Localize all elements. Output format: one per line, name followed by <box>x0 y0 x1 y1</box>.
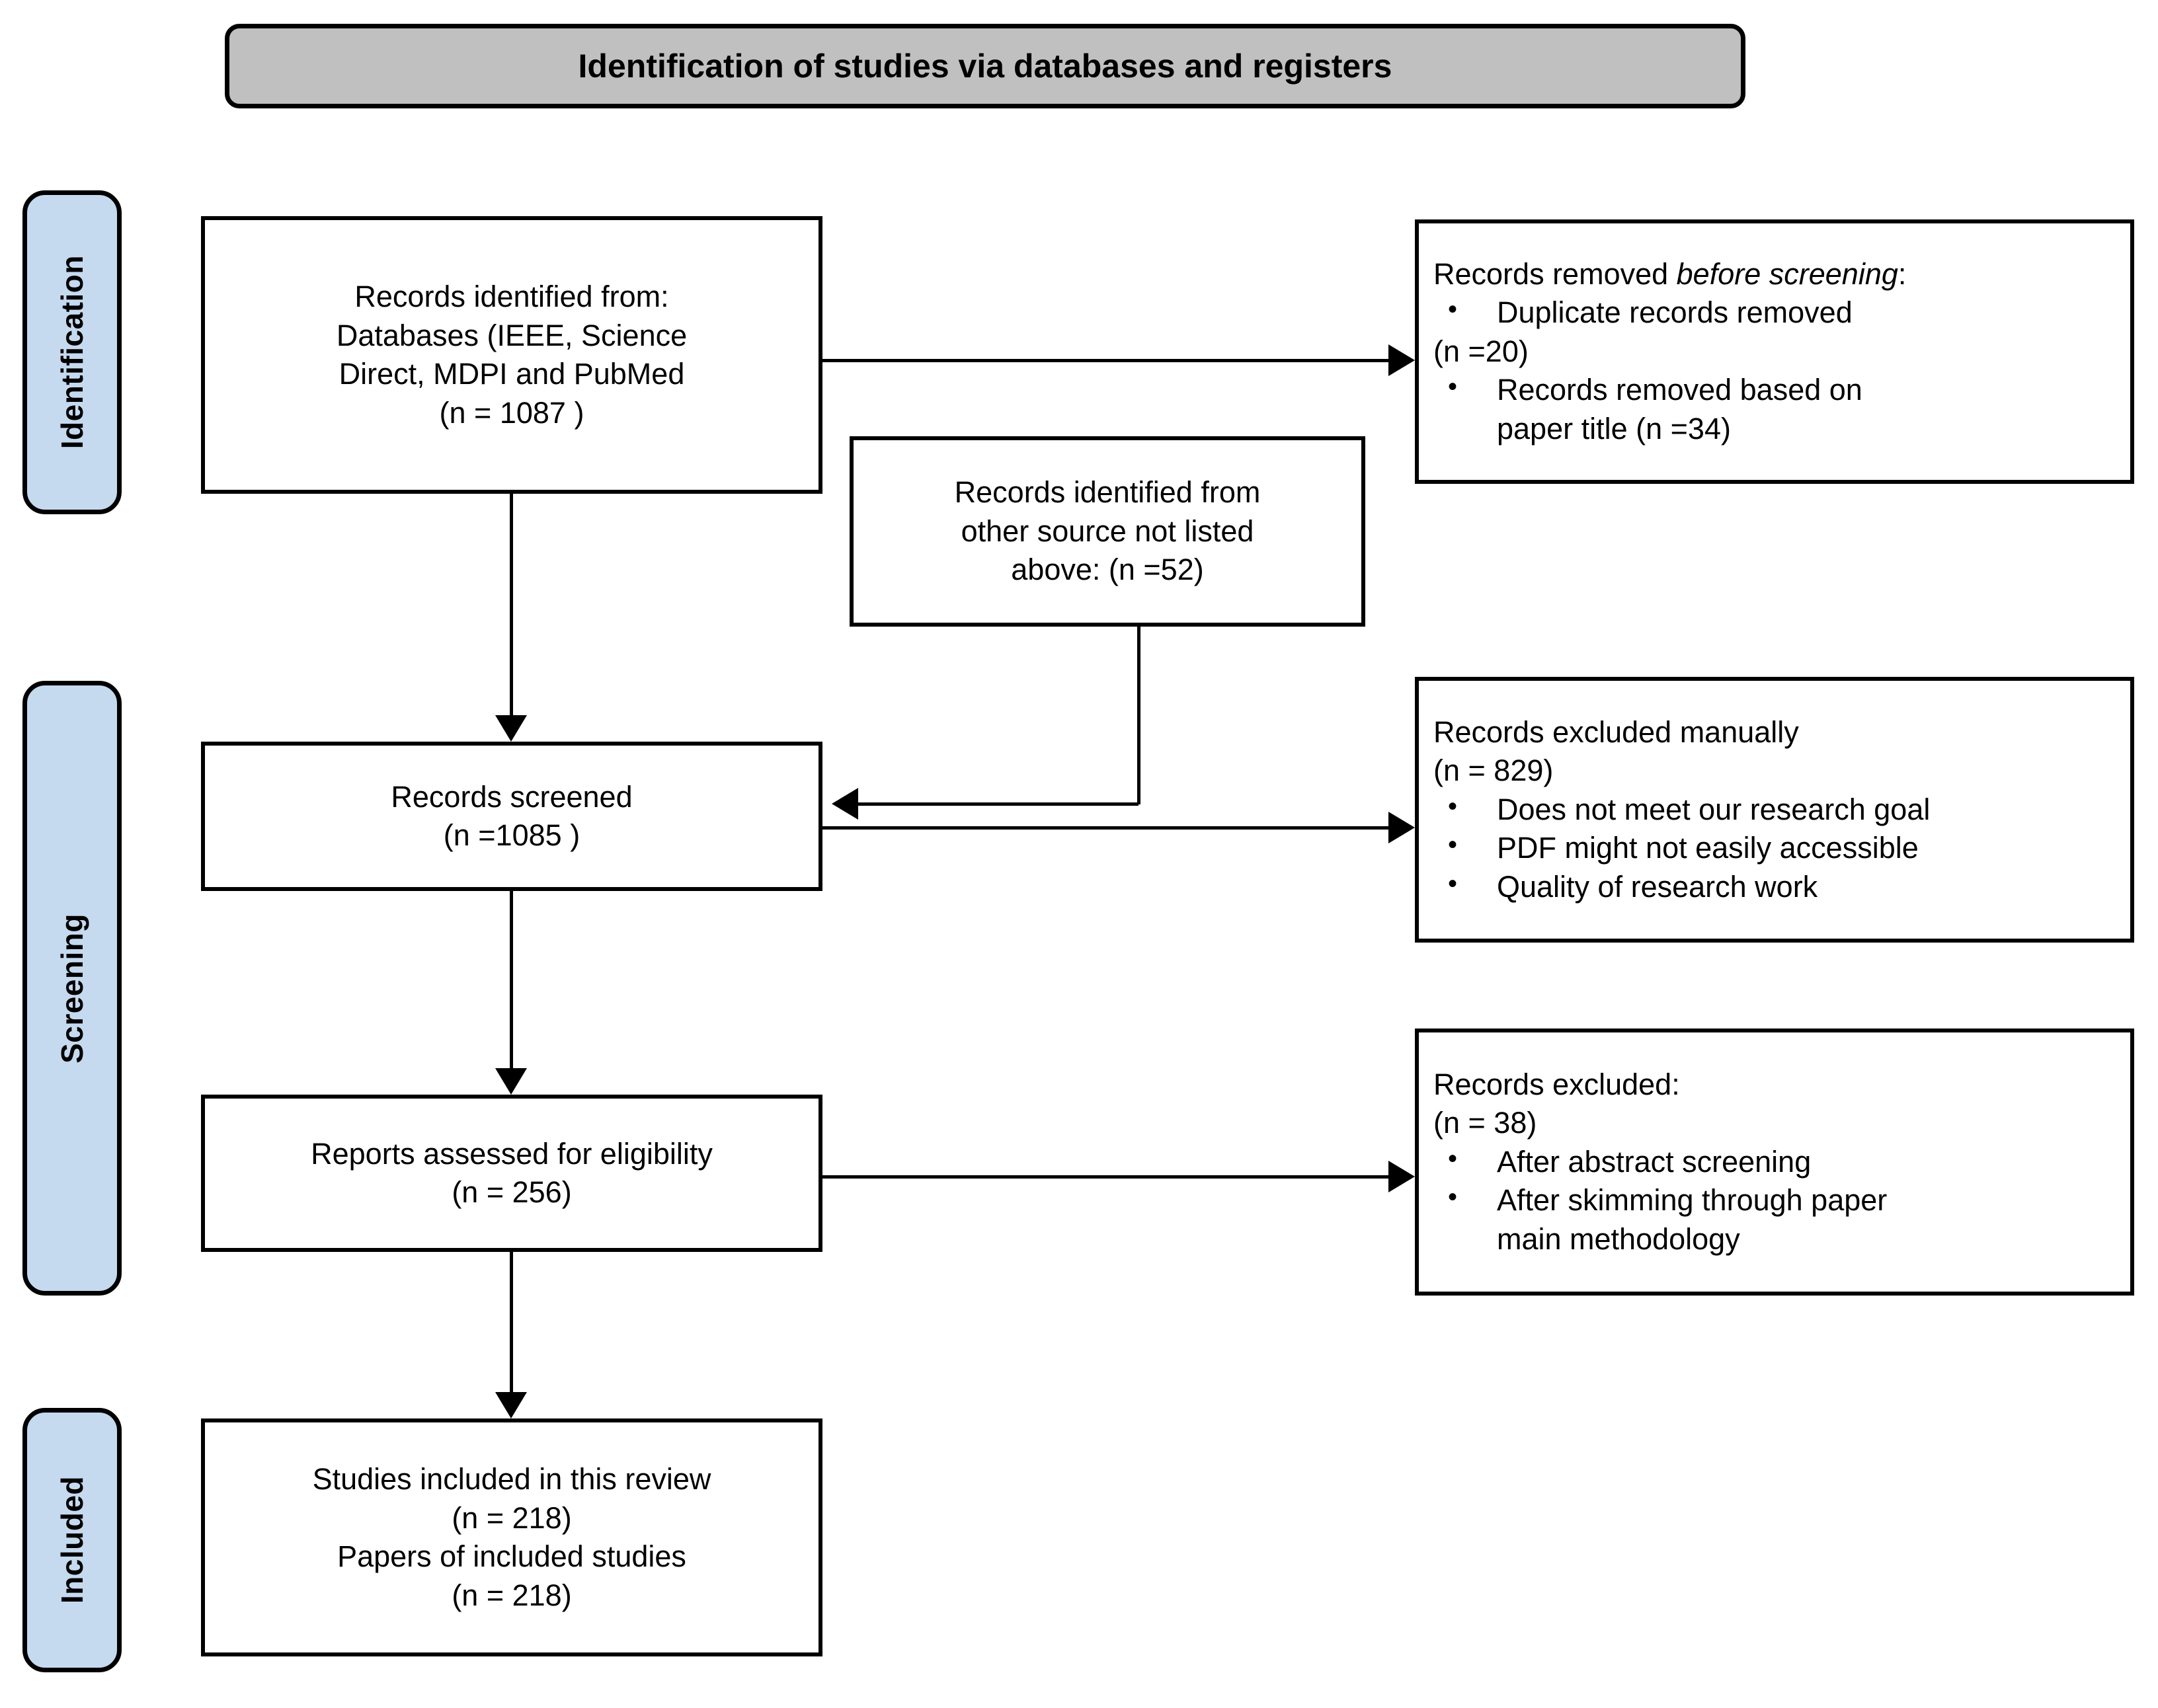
connector-reports-to-excluded-line <box>822 1175 1388 1179</box>
box-records-screened: Records screened (n =1085 ) <box>201 742 822 891</box>
other-source-line-1: Records identified from <box>954 475 1261 510</box>
records-removed-heading-prefix: Records removed <box>1433 256 1677 291</box>
list-item: After abstract screening <box>1433 1142 2116 1182</box>
phase-label-included: Included <box>22 1408 122 1672</box>
connector-other-source-left-line <box>858 802 1139 806</box>
records-identified-line-4: (n = 1087 ) <box>439 395 584 430</box>
reports-assessed-line-1: Reports assessed for eligibility <box>311 1136 713 1171</box>
studies-included-line-4: (n = 218) <box>452 1578 572 1612</box>
box-records-identified: Records identified from: Databases (IEEE… <box>201 216 822 494</box>
connector-other-source-down-line <box>1137 627 1140 804</box>
excluded-manually-heading-1: Records excluded manually <box>1433 715 1799 749</box>
phase-label-screening-text: Screening <box>55 913 89 1064</box>
phase-label-identification-text: Identification <box>55 255 89 449</box>
studies-included-line-3: Papers of included studies <box>337 1539 686 1573</box>
connector-reports-to-excluded-arrowhead <box>1388 1161 1415 1192</box>
records-screened-line-2: (n =1085 ) <box>443 818 580 852</box>
studies-included-line-1: Studies included in this review <box>312 1462 711 1496</box>
list-item: Records removed based on <box>1433 369 2116 410</box>
connector-identified-to-removed-line <box>822 359 1388 362</box>
excluded-manually-heading-2: (n = 829) <box>1433 754 1554 788</box>
box-records-excluded: Records excluded: (n = 38) After abstrac… <box>1415 1029 2134 1296</box>
phase-label-identification: Identification <box>22 190 122 514</box>
connector-screened-to-excluded-line <box>822 826 1388 830</box>
box-records-removed-before-screening: Records removed before screening: Duplic… <box>1415 219 2134 484</box>
connector-other-source-arrowhead <box>832 788 858 820</box>
excluded-manually-list: Does not meet our research goal PDF migh… <box>1433 789 2116 907</box>
connector-identified-to-removed-arrowhead <box>1388 344 1415 376</box>
list-item: paper title (n =34) <box>1497 411 1731 446</box>
box-reports-assessed: Reports assessed for eligibility (n = 25… <box>201 1095 822 1252</box>
connector-reports-to-included-line <box>510 1252 513 1392</box>
connector-reports-to-included-arrowhead <box>495 1392 527 1418</box>
records-removed-heading-italic: before screening <box>1676 256 1898 291</box>
list-item: Does not meet our research goal <box>1433 789 2116 830</box>
records-removed-list: Duplicate records removed (n =20) Record… <box>1433 292 2116 448</box>
records-excluded-heading-2: (n = 38) <box>1433 1106 1537 1140</box>
list-item: Duplicate records removed <box>1433 292 2116 332</box>
connector-identified-to-screened-line <box>510 494 513 715</box>
phase-label-screening: Screening <box>22 681 122 1296</box>
list-item: (n =20) <box>1433 334 1529 368</box>
records-identified-line-1: Records identified from: <box>354 280 669 313</box>
connector-identified-to-screened-arrowhead <box>495 715 527 742</box>
records-removed-heading: Records removed before screening: <box>1433 255 2116 294</box>
reports-assessed-line-2: (n = 256) <box>452 1175 572 1209</box>
connector-screened-to-reports-line <box>510 891 513 1068</box>
banner-title: Identification of studies via databases … <box>578 48 1392 85</box>
records-removed-heading-suffix: : <box>1898 256 1907 291</box>
box-studies-included: Studies included in this review (n = 218… <box>201 1418 822 1656</box>
list-item: Quality of research work <box>1433 867 2116 907</box>
other-source-line-3: above: (n =52) <box>1011 553 1204 587</box>
other-source-line-2: other source not listed <box>961 514 1254 548</box>
connector-screened-to-excluded-arrowhead <box>1388 812 1415 843</box>
records-identified-line-2: Databases (IEEE, Science <box>336 318 688 352</box>
records-identified-line-3: Direct, MDPI and PubMed <box>339 357 685 391</box>
diagram-banner: Identification of studies via databases … <box>225 24 1745 108</box>
studies-included-line-2: (n = 218) <box>452 1500 572 1535</box>
phase-label-included-text: Included <box>55 1476 89 1604</box>
box-other-source: Records identified from other source not… <box>850 436 1365 627</box>
records-excluded-heading-1: Records excluded: <box>1433 1067 1680 1101</box>
connector-screened-to-reports-arrowhead <box>495 1068 527 1095</box>
records-excluded-list: After abstract screening After skimming … <box>1433 1142 2116 1259</box>
box-records-excluded-manually: Records excluded manually (n = 829) Does… <box>1415 677 2134 943</box>
list-item: PDF might not easily accessible <box>1433 828 2116 868</box>
records-screened-line-1: Records screened <box>391 779 633 814</box>
list-item: After skimming through paper <box>1433 1180 2116 1220</box>
list-item: main methodology <box>1497 1222 1740 1256</box>
